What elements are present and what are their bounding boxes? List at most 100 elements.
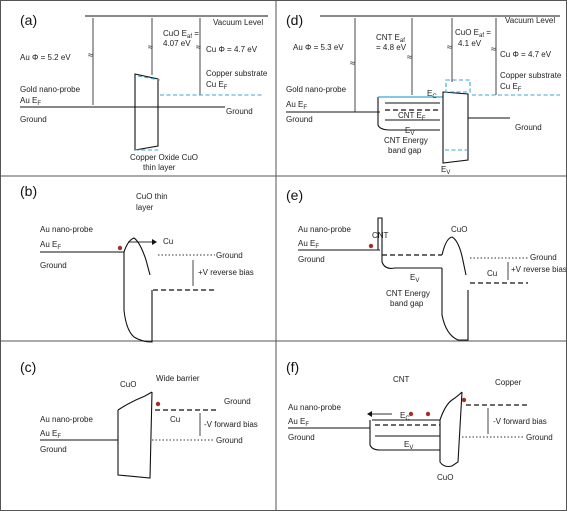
ground-right-label: Ground xyxy=(515,123,542,132)
electron-dot xyxy=(368,243,374,249)
cuo-valence-band xyxy=(123,252,153,343)
cuo-conduction-edge xyxy=(137,75,161,81)
ground-bottom-label: Ground xyxy=(216,436,243,445)
cnt-well-outline xyxy=(377,217,442,269)
ground-left-label: Ground xyxy=(298,255,325,264)
ground-right-label: Ground xyxy=(226,107,253,116)
cuo-label: CuO xyxy=(451,225,467,234)
panel-c: (c) CuO Wide barrier Ground Au nano-prob… xyxy=(20,359,258,479)
gap-label-1: CNT Energy xyxy=(384,136,428,145)
au-phi-label: Au Φ = 5.2 eV xyxy=(20,53,71,62)
bias-label: -V forward bias xyxy=(493,417,547,426)
cuo-film-label-1: Copper Oxide CuO xyxy=(130,153,198,162)
ev-label: EV xyxy=(410,273,419,284)
panel-a: (a) Vacuum Level Au Φ = 5.2 eV ≈ CuO Eaf… xyxy=(20,12,268,172)
break-mark: ≈ xyxy=(407,52,412,62)
gap-label-1: CNT Energy xyxy=(386,289,430,298)
cuo-conduction-band xyxy=(123,237,151,276)
panel-f: (f) CNT Copper Au nano-probe Au EF Groun… xyxy=(286,359,553,482)
au-ef-label: Au EF xyxy=(20,96,41,107)
cuo-band-block xyxy=(442,91,469,164)
break-mark: ≈ xyxy=(447,42,452,52)
wide-barrier-label: Wide barrier xyxy=(156,374,200,383)
electron-dot xyxy=(408,411,414,417)
ground-left-label: Ground xyxy=(40,261,67,270)
au-ef-label: Au EF xyxy=(40,240,61,251)
electron-dot xyxy=(425,411,431,417)
electron-dot xyxy=(117,245,123,251)
panel-e-label: (e) xyxy=(286,187,303,203)
arrow-head xyxy=(152,239,157,245)
cu-ef-label: Cu EF xyxy=(206,80,228,91)
cuo-eaf-value: 4.07 eV xyxy=(163,39,191,48)
break-mark: ≈ xyxy=(148,42,153,52)
copper-label: Copper xyxy=(495,378,522,387)
ground-left-label: Ground xyxy=(288,433,315,442)
cnt-well-outline xyxy=(377,97,440,131)
cnt-label: CNT xyxy=(372,231,389,240)
au-ef-label: Au EF xyxy=(288,417,309,428)
ground-top-label: Ground xyxy=(224,397,251,406)
cu-phi-label: Cu Φ = 4.7 eV xyxy=(500,50,552,59)
panel-e: (e) CNT CuO Au nano-probe Au EF Ground E… xyxy=(286,187,567,341)
ground-right-label: Ground xyxy=(216,251,243,260)
vacuum-level-label: Vacuum Level xyxy=(505,16,555,25)
electron-dot xyxy=(155,401,161,407)
gap-label-2: band gap xyxy=(390,299,424,308)
panel-b-label: (b) xyxy=(20,183,37,199)
ground-left-label: Ground xyxy=(40,445,67,454)
cu-phi-label: Cu Φ = 4.7 eV xyxy=(206,45,258,54)
cuo-conduction-band xyxy=(439,391,463,421)
break-mark: ≈ xyxy=(88,50,93,60)
cu-label: Cu xyxy=(163,237,173,246)
ground-left-label: Ground xyxy=(286,115,313,124)
cuo-block-outline xyxy=(439,391,463,468)
cuo-valence-band xyxy=(441,268,469,341)
cnt-label: CNT xyxy=(393,375,410,384)
gold-probe-label: Gold nano-probe xyxy=(286,85,347,94)
panel-f-label: (f) xyxy=(286,359,299,375)
break-mark: ≈ xyxy=(196,42,201,52)
electron-dot xyxy=(461,397,467,403)
ev-bottom-label: EV xyxy=(441,165,450,176)
au-probe-label: Au nano-probe xyxy=(288,403,341,412)
ev-label: EV xyxy=(405,126,414,137)
cu-ef-label: Cu EF xyxy=(500,82,522,93)
ground-left-label: Ground xyxy=(20,115,47,124)
copper-substrate-label: Copper substrate xyxy=(500,71,562,80)
cnt-eaf-value: = 4.8 eV xyxy=(376,43,407,52)
copper-substrate-label: Copper substrate xyxy=(206,69,268,78)
au-phi-label: Au Φ = 5.3 eV xyxy=(293,43,344,52)
bias-label: -V forward bias xyxy=(204,420,258,429)
cuo-thin-label-1: CuO thin xyxy=(136,192,168,201)
vacuum-level-label: Vacuum Level xyxy=(213,18,263,27)
au-ef-label: Au EF xyxy=(40,429,61,440)
cuo-film-label-2: thin layer xyxy=(143,163,176,172)
panel-d-label: (d) xyxy=(286,12,303,28)
panel-c-label: (c) xyxy=(20,359,36,375)
ground-right-label: Ground xyxy=(530,253,557,262)
au-probe-label: Au nano-probe xyxy=(40,225,93,234)
gap-label-2: band gap xyxy=(388,146,422,155)
panel-b: (b) CuO thin layer Au nano-probe Au EF G… xyxy=(20,183,254,343)
bias-label: +V reverse bias xyxy=(198,268,254,277)
panel-a-label: (a) xyxy=(20,12,37,28)
cuo-eaf-label: CuO Eaf = xyxy=(163,29,199,40)
cnt-ef-label: CNT EF xyxy=(398,111,426,122)
cuo-upper-dash-box xyxy=(445,79,471,93)
cu-label: Cu xyxy=(487,269,497,278)
arrow-head xyxy=(367,411,372,417)
bias-label: +V reverse bias xyxy=(511,265,567,274)
cuo-band-block xyxy=(134,73,159,151)
au-ef-label: Au EF xyxy=(286,100,307,111)
cnt-well-outline xyxy=(369,420,440,451)
au-probe-label: Au nano-probe xyxy=(298,225,351,234)
cuo-eaf-label: CuO Eaf = xyxy=(455,28,491,39)
cuo-conduction-band xyxy=(117,391,153,411)
cuo-thin-label-2: layer xyxy=(136,203,154,212)
ground-right-label: Ground xyxy=(526,433,553,442)
gold-probe-label: Gold nano-probe xyxy=(20,85,81,94)
au-ef-label: Au EF xyxy=(298,239,319,250)
